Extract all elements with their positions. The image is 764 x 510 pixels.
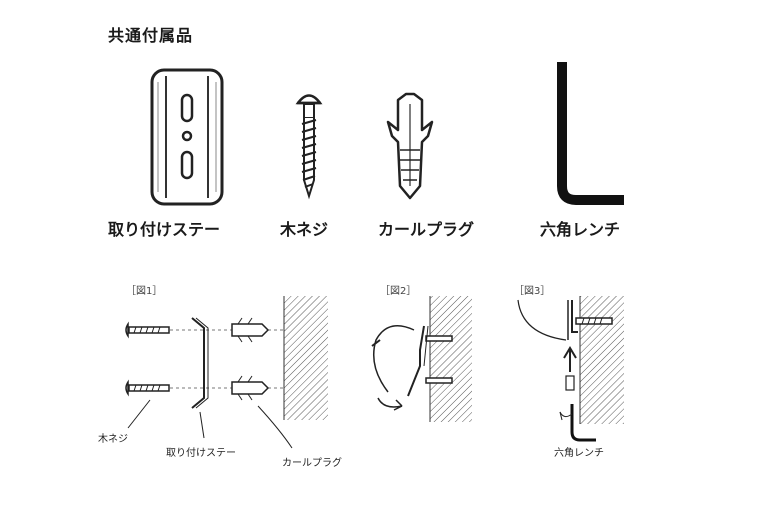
part-label-wood-screw: 木ネジ	[280, 220, 329, 239]
callout-wood-screw: 木ネジ	[98, 434, 128, 445]
figure-3-tag: ［図3］	[514, 286, 551, 297]
figure-2-diagram	[371, 296, 472, 422]
callout-wall-plug: カールプラグ	[282, 458, 342, 469]
figure-3-diagram	[517, 296, 624, 442]
part-label-mounting-stay: 取り付けステー	[108, 220, 221, 239]
wall-plug-icon	[386, 92, 434, 200]
part-label-hex-wrench: 六角レンチ	[540, 220, 621, 239]
callout-hex-wrench: 六角レンチ	[554, 448, 604, 459]
figure-1-diagram	[125, 296, 328, 449]
hex-wrench-icon	[557, 62, 624, 205]
figure-1-tag: ［図1］	[126, 286, 163, 297]
heading: 共通付属品	[108, 26, 194, 45]
part-label-wall-plug: カールプラグ	[378, 220, 475, 239]
wood-screw-icon	[295, 94, 323, 200]
mounting-stay-icon	[150, 68, 224, 206]
figure-2-tag: ［図2］	[380, 286, 417, 297]
callout-mounting-stay: 取り付けステー	[166, 448, 236, 459]
